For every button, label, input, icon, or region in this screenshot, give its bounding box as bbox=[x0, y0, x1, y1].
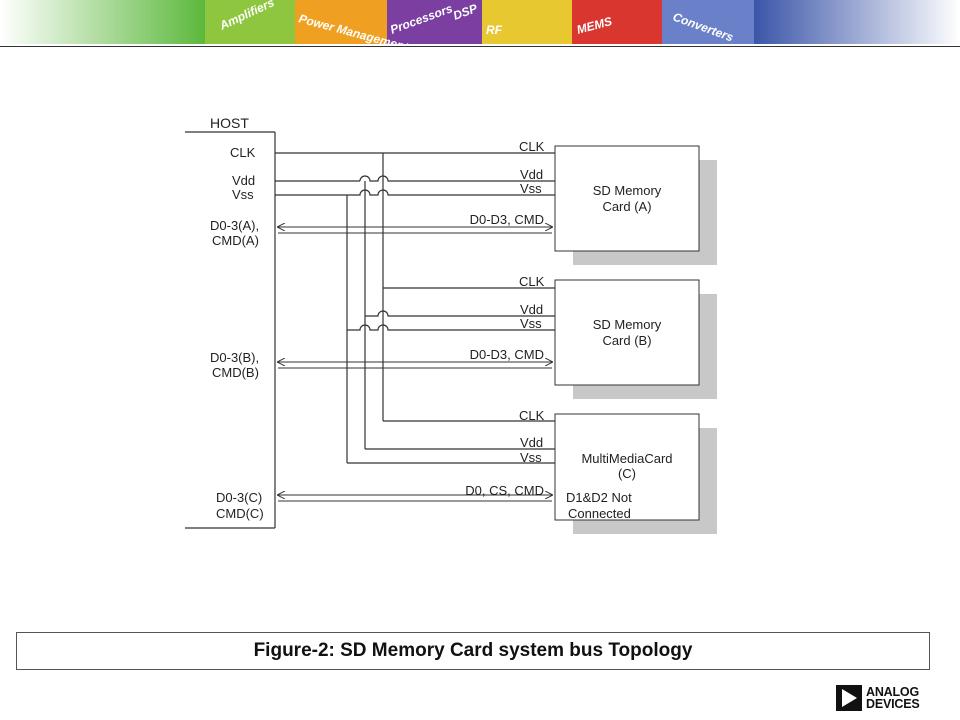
card-a-vdd-label: Vdd bbox=[520, 167, 543, 182]
card-c-vss-label: Vss bbox=[520, 450, 542, 465]
card-c-note-line2: Connected bbox=[568, 506, 631, 521]
card-b-id: Card (B) bbox=[602, 333, 651, 348]
card-c-bus-label: D0, CS, CMD bbox=[465, 483, 544, 498]
card-c-wires bbox=[278, 420, 555, 502]
host-clk-label: CLK bbox=[230, 145, 256, 160]
banner-segment-rf bbox=[482, 0, 572, 44]
host-block: HOST CLK Vdd Vss D0-3(A), CMD(A) D0-3(B)… bbox=[185, 115, 276, 529]
card-a-bus-label: D0-D3, CMD bbox=[470, 212, 544, 227]
card-b-name: SD Memory bbox=[593, 317, 662, 332]
card-c-id: (C) bbox=[618, 466, 636, 481]
host-cmd-b-label: CMD(B) bbox=[212, 365, 259, 380]
banner-segment-processors bbox=[387, 0, 482, 44]
banner-segment-converters bbox=[662, 0, 754, 44]
card-b-clk-label: CLK bbox=[519, 274, 545, 289]
distribution-wires bbox=[346, 153, 384, 463]
host-vss-label: Vss bbox=[232, 187, 254, 202]
figure-caption: Figure-2: SD Memory Card system bus Topo… bbox=[16, 632, 930, 670]
card-b: SD Memory Card (B) CLK Vdd Vss D0-D3, CM… bbox=[470, 274, 717, 399]
card-a-wires bbox=[278, 152, 555, 234]
card-a-clk-label: CLK bbox=[519, 139, 545, 154]
host-data-c-label: D0-3(C) bbox=[216, 490, 262, 505]
top-banner: Amplifiers Power Management Processors D… bbox=[0, 0, 960, 48]
card-a: SD Memory Card (A) CLK Vdd Vss D0-D3, CM… bbox=[470, 139, 717, 265]
banner-segment-power bbox=[295, 0, 387, 44]
bus-topology-diagram: HOST CLK Vdd Vss D0-3(A), CMD(A) D0-3(B)… bbox=[185, 115, 717, 534]
card-a-id: Card (A) bbox=[602, 199, 651, 214]
logo-line2: DEVICES bbox=[866, 697, 920, 711]
card-c-note-line1: D1&D2 Not bbox=[566, 490, 632, 505]
banner-divider bbox=[0, 46, 960, 47]
host-cmd-a-label: CMD(A) bbox=[212, 233, 259, 248]
host-vdd-label: Vdd bbox=[232, 173, 255, 188]
card-a-name: SD Memory bbox=[593, 183, 662, 198]
logo-triangle-icon bbox=[836, 685, 862, 711]
card-b-vss-label: Vss bbox=[520, 316, 542, 331]
card-c: MultiMediaCard (C) D1&D2 Not Connected C… bbox=[465, 408, 717, 534]
host-data-a-label: D0-3(A), bbox=[210, 218, 259, 233]
banner-segment-amplifiers bbox=[205, 0, 295, 44]
card-c-vdd-label: Vdd bbox=[520, 435, 543, 450]
banner-text-rf: RF bbox=[486, 23, 503, 37]
card-b-bus-label: D0-D3, CMD bbox=[470, 347, 544, 362]
host-wires bbox=[275, 152, 383, 196]
host-data-b-label: D0-3(B), bbox=[210, 350, 259, 365]
host-title: HOST bbox=[210, 115, 249, 131]
card-b-vdd-label: Vdd bbox=[520, 302, 543, 317]
analog-devices-logo: ANALOG DEVICES bbox=[836, 683, 946, 713]
card-b-wires bbox=[278, 287, 555, 369]
logo-line1: ANALOG bbox=[866, 685, 919, 699]
host-cmd-c-label: CMD(C) bbox=[216, 506, 264, 521]
card-c-clk-label: CLK bbox=[519, 408, 545, 423]
banner-segment-mems bbox=[572, 0, 662, 44]
card-a-vss-label: Vss bbox=[520, 181, 542, 196]
card-c-name: MultiMediaCard bbox=[581, 451, 672, 466]
